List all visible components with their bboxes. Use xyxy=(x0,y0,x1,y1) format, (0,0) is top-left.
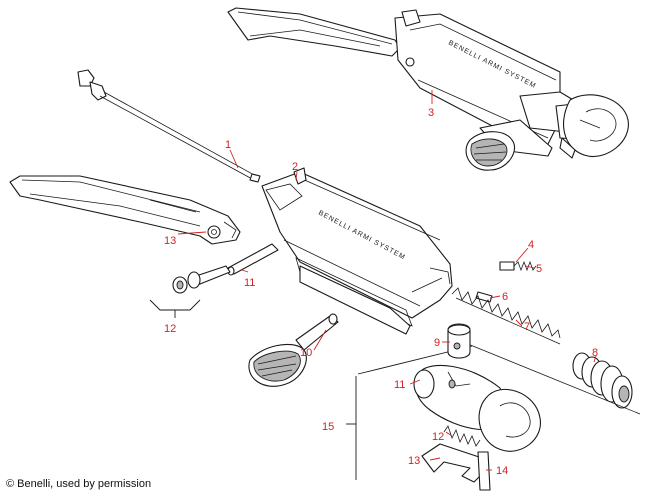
callout-13-lower: 13 xyxy=(408,455,420,467)
callout-12-lower: 12 xyxy=(432,431,444,443)
callout-11-lower: 11 xyxy=(394,379,405,391)
firing-pin-rod xyxy=(77,69,261,183)
extractor-plunger xyxy=(499,260,537,272)
assembly-guide-line xyxy=(457,339,641,415)
callout-5: 5 xyxy=(536,263,542,275)
callout-7: 7 xyxy=(524,321,530,333)
bolt-spring xyxy=(451,287,561,345)
bolt-head-assembly xyxy=(346,323,541,491)
callout-4: 4 xyxy=(528,239,534,251)
callout-6: 6 xyxy=(502,291,508,303)
callout-10: 10 xyxy=(300,347,312,359)
bolt-body: BENELLI ARMI SYSTEM xyxy=(261,167,453,335)
copyright-credit: © Benelli, used by permission xyxy=(6,478,152,490)
callout-2: 2 xyxy=(292,161,298,173)
bolt-assembly-complete: BENELLI ARMI SYSTEM xyxy=(227,7,629,171)
callout-11-upper: 11 xyxy=(244,277,255,289)
callout-13-upper: 13 xyxy=(164,235,176,247)
callout-9: 9 xyxy=(434,337,440,349)
bolt-pin-retainer xyxy=(149,265,231,318)
callout-leaders xyxy=(177,90,597,471)
callout-labels: 1 2 3 4 5 6 7 8 9 10 11 11 12 12 13 13 1… xyxy=(164,107,598,477)
bolt-carrier xyxy=(9,175,241,245)
callout-12-upper: 12 xyxy=(164,323,176,335)
callout-3: 3 xyxy=(428,107,434,119)
callout-8: 8 xyxy=(592,347,598,359)
cam-pin xyxy=(227,243,279,276)
callout-1: 1 xyxy=(225,139,231,151)
bolt-handle xyxy=(248,313,339,387)
callout-14: 14 xyxy=(496,465,508,477)
bolt-buffer xyxy=(572,352,633,409)
callout-15: 15 xyxy=(322,421,334,433)
